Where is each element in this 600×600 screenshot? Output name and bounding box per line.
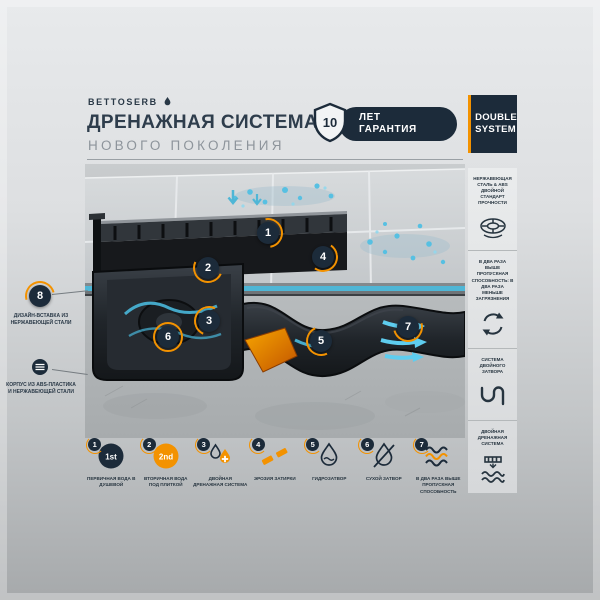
feature-list: НЕРЖАВЕЮЩАЯ СТАЛЬ & ABS ДВОЙНОЙ СТАНДАРТ… — [468, 168, 517, 493]
warranty-years: 10 — [323, 115, 337, 130]
legend-caption-3: ДВОЙНАЯ ДРЕНАЖНАЯ СИСТЕМА — [193, 476, 248, 488]
brand-logo-icon — [164, 97, 171, 106]
siphon-trap-icon — [480, 386, 504, 406]
legend-item-water-trap: 5 ГИДРОЗАТВОР — [302, 435, 357, 495]
callout-8: 8 — [29, 285, 51, 307]
grout-erosion-icon: 4 — [249, 435, 290, 471]
dry-trap-icon: 6 — [358, 435, 399, 471]
legend-caption-6: СУХОЙ ЗАТВОР — [365, 476, 402, 481]
callout-1: 1 — [257, 222, 279, 244]
warranty-text-box: ЛЕТ ГАРАНТИЯ — [339, 107, 457, 141]
feature-strength: НЕРЖАВЕЮЩАЯ СТАЛЬ & ABS ДВОЙНОЙ СТАНДАРТ… — [468, 168, 517, 252]
feature-double-drainage: ДВОЙНАЯ ДРЕНАЖНАЯ СИСТЕМА — [468, 421, 517, 493]
double-drops-icon: 3 — [194, 435, 235, 471]
feature-caption: В ДВА РАЗА ВЫШЕ ПРОПУСКНАЯ СПОСОБНОСТЬ: … — [471, 259, 514, 301]
warranty-line2: ГАРАНТИЯ — [359, 124, 417, 135]
header-divider — [87, 159, 463, 160]
brand-name: BETTOSERB — [88, 96, 158, 107]
housing-material-label: КОРПУС ИЗ ABS-ПЛАСТИКА И НЕРЖАВЕЮЩЕЙ СТА… — [6, 382, 76, 395]
legend-caption-5: ГИДРОЗАТВОР — [312, 476, 347, 481]
design-insert-label: ДИЗАЙН-ВСТАВКА ИЗ НЕРЖАВЕЮЩЕЙ СТАЛИ — [10, 313, 72, 326]
callout-2: 2 — [197, 257, 219, 279]
primary-water-icon: 1 1st — [85, 435, 126, 471]
housing-material-icon — [32, 359, 48, 375]
svg-text:2nd: 2nd — [159, 453, 173, 462]
warranty-line1: ЛЕТ — [359, 112, 381, 123]
drain-waves-icon — [480, 456, 505, 483]
drain-cross-section-illustration — [85, 164, 465, 438]
page-title: ДРЕНАЖНАЯ СИСТЕМА — [87, 112, 319, 133]
legend-number-1: 1 — [85, 435, 104, 454]
legend-caption-1: ПЕРВИЧНАЯ ВОДА В ДУШЕВОЙ — [87, 476, 136, 488]
legend-row: 1 1st ПЕРВИЧНАЯ ВОДА В ДУШЕВОЙ 2 2nd ВТО… — [84, 435, 466, 495]
callout-8-connector — [51, 290, 88, 295]
warranty-shield-icon: 10 — [313, 102, 347, 143]
double-system-line2: SYSTEM — [475, 124, 516, 135]
legend-caption-2: ВТОРИЧНАЯ ВОДА ПОД ПЛИТКОЙ — [143, 476, 188, 488]
round-drain-top-icon — [479, 218, 506, 239]
secondary-water-icon: 2 2nd — [140, 435, 181, 471]
feature-caption: НЕРЖАВЕЮЩАЯ СТАЛЬ & ABS ДВОЙНОЙ СТАНДАРТ… — [473, 176, 512, 206]
callout-5: 5 — [310, 330, 332, 352]
double-system-title: DOUBLE SYSTEM — [471, 95, 517, 153]
brand-logo: BETTOSERB — [88, 96, 173, 107]
waves-icon: 7 — [412, 435, 453, 471]
feature-caption: ДВОЙНАЯ ДРЕНАЖНАЯ СИСТЕМА — [477, 428, 508, 446]
double-system-line1: DOUBLE — [475, 112, 517, 124]
feature-caption: СИСТЕМА ДВОЙНОГО ЗАТВОРА — [479, 356, 506, 374]
callout-4: 4 — [312, 246, 334, 268]
page-subtitle: НОВОГО ПОКОЛЕНИЯ — [88, 138, 285, 153]
legend-number-6: 6 — [358, 435, 377, 454]
callout-7: 7 — [397, 316, 419, 338]
legend-number-4: 4 — [249, 435, 268, 454]
feature-throughput: В ДВА РАЗА ВЫШЕ ПРОПУСКНАЯ СПОСОБНОСТЬ: … — [468, 251, 517, 349]
legend-item-grout-erosion: 4 ЭРОЗИЯ ЗАТИРКИ — [248, 435, 303, 495]
legend-item-double-drainage: 3 ДВОЙНАЯ ДРЕНАЖНАЯ СИСТЕМА — [193, 435, 248, 495]
housing-label-connector — [51, 369, 88, 376]
cycle-arrows-icon — [482, 312, 503, 336]
legend-number-7: 7 — [412, 435, 431, 454]
double-system-banner: DOUBLE SYSTEM — [468, 95, 517, 153]
double-system-accent — [468, 95, 472, 153]
callout-3: 3 — [198, 310, 220, 332]
legend-number-3: 3 — [194, 435, 213, 454]
legend-item-primary-water: 1 1st ПЕРВИЧНАЯ ВОДА В ДУШЕВОЙ — [84, 435, 139, 495]
svg-text:1st: 1st — [105, 453, 117, 462]
legend-number-2: 2 — [140, 435, 159, 454]
legend-item-secondary-water: 2 2nd ВТОРИЧНАЯ ВОДА ПОД ПЛИТКОЙ — [139, 435, 194, 495]
legend-number-5: 5 — [303, 435, 322, 454]
feature-double-trap: СИСТЕМА ДВОЙНОГО ЗАТВОРА — [468, 349, 517, 421]
warranty-badge: 10 ЛЕТ ГАРАНТИЯ — [310, 102, 457, 144]
legend-caption-7: В ДВА РАЗА ВЫШЕ ПРОПУСКНАЯ СПОСОБНОСТЬ — [416, 476, 461, 494]
legend-item-throughput: 7 В ДВА РАЗА ВЫШЕ ПРОПУСКНАЯ СПОСОБНОСТЬ — [411, 435, 466, 495]
water-trap-icon: 5 — [303, 435, 344, 471]
legend-item-dry-trap: 6 СУХОЙ ЗАТВОР — [357, 435, 412, 495]
callout-6: 6 — [157, 326, 179, 348]
legend-caption-4: ЭРОЗИЯ ЗАТИРКИ — [253, 476, 296, 481]
